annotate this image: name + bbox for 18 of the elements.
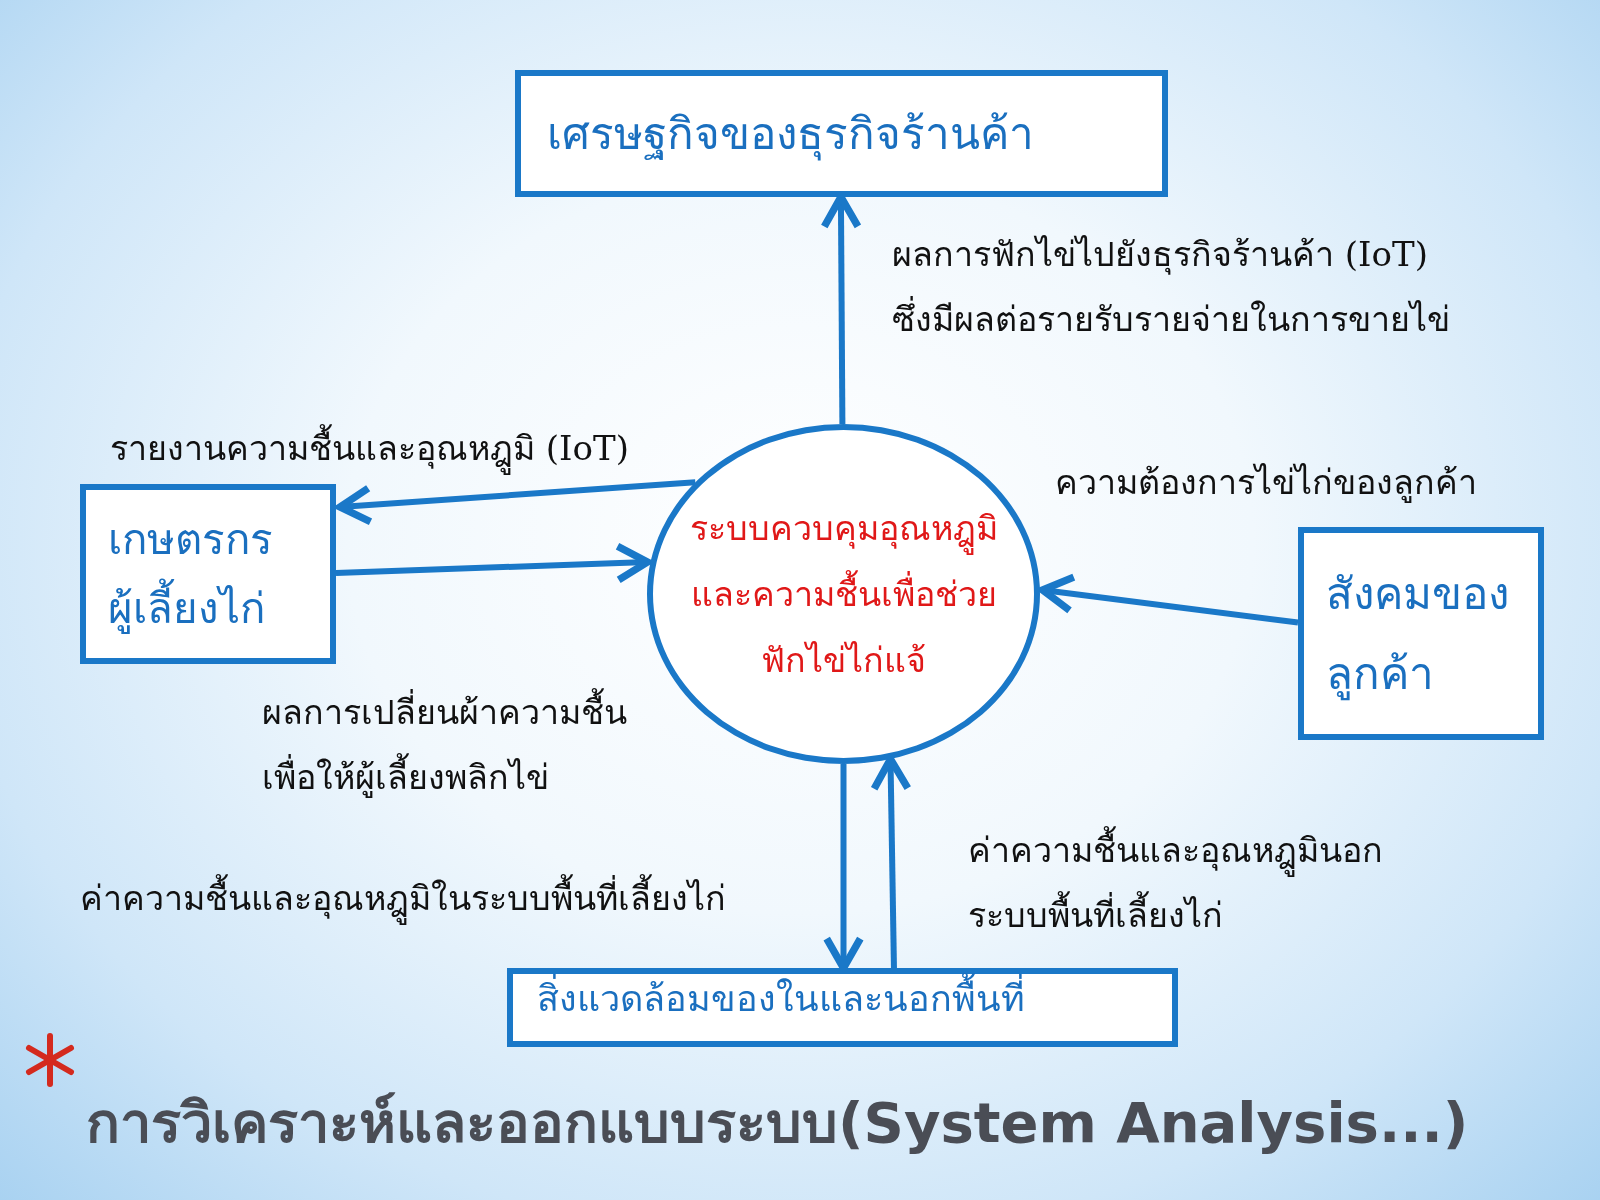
- arrow: [1038, 573, 1299, 626]
- node-label: เกษตรกร ผู้เลี้ยงไก่: [108, 513, 274, 636]
- slide-title: การวิเคราะห์และออกแบบระบบ(System Analysis...): [86, 1089, 1469, 1157]
- node-label: สังคมของ ลูกค้า: [1326, 567, 1510, 703]
- arrow: [335, 542, 652, 584]
- entity-box: [507, 968, 1178, 1047]
- node-label: ระบบควบคุมอุณหฎูมิและความชื้นเพื่อช่วยฟักไข่ไก่แจ้: [688, 506, 999, 683]
- edge-label: ผลการเปลี่ยนผ้าความชื้นเพื่อให้ผู้เลี้ยงพลิกไข่: [262, 680, 662, 810]
- edge-label: ความต้องการไข่ไก่ของลูกค้า: [1055, 461, 1478, 505]
- entity-box: [80, 484, 336, 664]
- entity-box: [1298, 527, 1544, 740]
- node-label: เศรษฐกิจของธุรกิจร้านค้า: [547, 106, 1034, 163]
- edge-label: ค่าความชื้นและอุณหฎูมิในระบบพื้นที่เลี้ยงไก่: [80, 866, 800, 931]
- edge-label: ค่าความชื้นและอุณหฎูมินอกระบบพื้นที่เลี้ยงไก่: [968, 818, 1438, 948]
- node-label: สิ่งแวดล้อมของในและนอกพื้นที่: [537, 974, 1025, 1025]
- edge-label: ผลการฟักไข่ไปยังธุรกิจร้านค้า (IoT) ซึ่งมีผลต่อรายรับรายจ่ายในการขายไข่: [892, 233, 1451, 341]
- edge-label: รายงานความชื้นและอุณหฎูมิ (IoT): [110, 416, 750, 481]
- entity-box: [515, 70, 1168, 197]
